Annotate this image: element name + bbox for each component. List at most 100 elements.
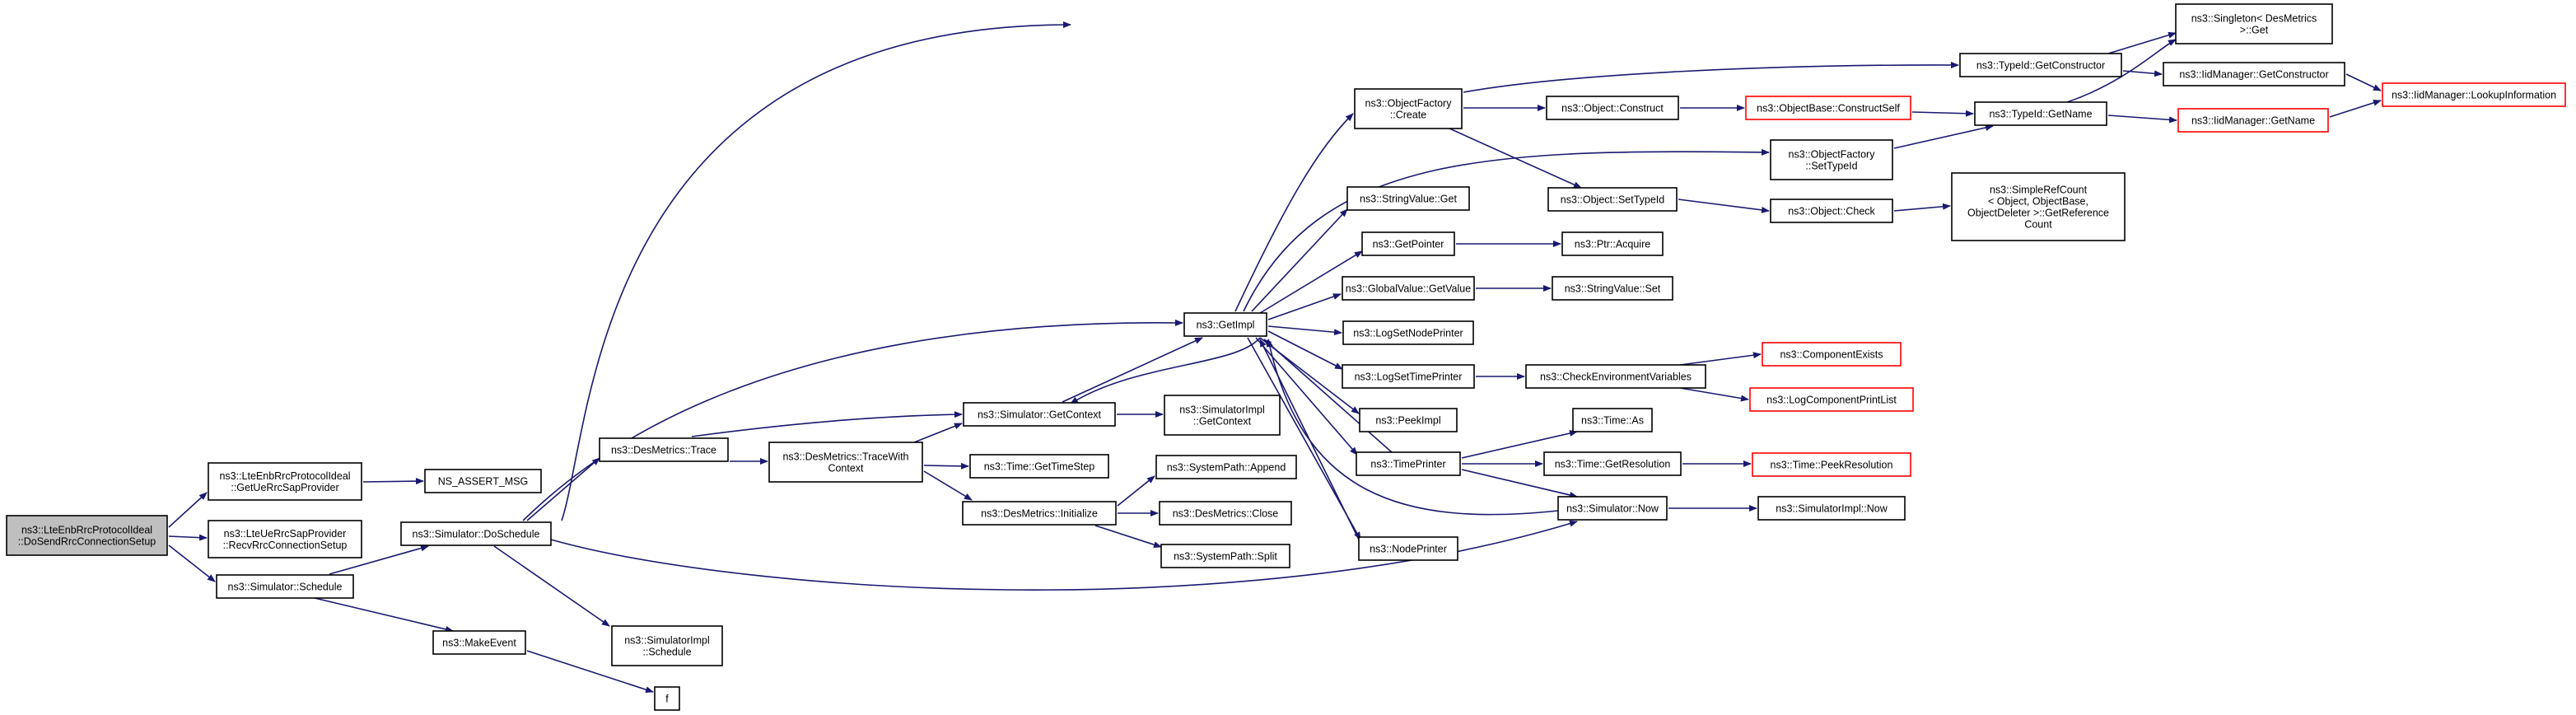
node-box — [2163, 62, 2345, 86]
node-getContext[interactable]: ns3::Simulator::GetContext — [963, 402, 1116, 427]
node-box — [1572, 408, 1653, 432]
node-makeEvent[interactable]: ns3::MakeEvent — [432, 630, 526, 655]
edge-nodePrinter-to-getImpl — [1259, 339, 1360, 540]
edge-traceWithContext-to-getContext — [913, 423, 963, 443]
node-componentExists[interactable]: ns3::ComponentExists — [1762, 342, 1902, 367]
node-box — [1342, 276, 1475, 301]
node-desClose[interactable]: ns3::DesMetrics::Close — [1159, 501, 1292, 526]
node-box — [2177, 108, 2329, 133]
edge-doSchedule-to-desTrace — [526, 457, 600, 521]
node-getTimeStep[interactable]: ns3::Time::GetTimeStep — [969, 454, 1109, 479]
edge-makeEvent-to-f — [526, 650, 654, 694]
node-label: ns3::SimulatorImpl — [624, 634, 710, 646]
node-objFactorySetTypeId[interactable]: ns3::ObjectFactory::SetTypeId — [1770, 139, 1893, 180]
edge-root-to-schedule — [168, 544, 216, 582]
node-simpleRefCount[interactable]: ns3::SimpleRefCount< Object, ObjectBase,… — [1951, 172, 2126, 241]
node-box — [1160, 544, 1290, 568]
edge-doSchedule-to-simImplSchedule — [493, 545, 610, 627]
node-objectCheck[interactable]: ns3::Object::Check — [1770, 199, 1893, 223]
node-getUeRrcSap[interactable]: ns3::LteEnbRrcProtocolIdeal::GetUeRrcSap… — [208, 462, 362, 501]
node-iidGetConstructor[interactable]: ns3::IidManager::GetConstructor — [2163, 62, 2345, 86]
node-label: ns3::LteEnbRrcProtocolIdeal — [21, 524, 152, 535]
node-objectSetTypeId[interactable]: ns3::Object::SetTypeId — [1547, 187, 1678, 212]
node-timeGetResolution[interactable]: ns3::Time::GetResolution — [1543, 451, 1682, 476]
node-schedule[interactable]: ns3::Simulator::Schedule — [216, 574, 354, 599]
node-box — [1358, 536, 1458, 561]
node-recvRrc[interactable]: ns3::LteUeRrcSapProvider::RecvRrcConnect… — [208, 520, 362, 558]
node-stringValueGet[interactable]: ns3::StringValue::Get — [1346, 186, 1470, 211]
node-label: ns3::IidManager::GetConstructor — [2179, 68, 2328, 80]
edge-getContext-to-getImpl — [1062, 337, 1203, 403]
node-box — [216, 574, 354, 599]
node-label: ns3::Simulator::Now — [1566, 502, 1659, 514]
node-iidGetName[interactable]: ns3::IidManager::GetName — [2177, 108, 2329, 133]
edge-getImpl-to-logSetNodePrinter — [1267, 325, 1342, 336]
node-label: < Object, ObjectBase, — [1988, 195, 2088, 207]
node-label: ns3::MakeEvent — [442, 637, 516, 648]
node-singletonGet[interactable]: ns3::Singleton< DesMetrics >::Get — [2175, 3, 2333, 44]
edge-getImpl-to-logSetTimePrinter — [1267, 330, 1343, 370]
edge-getImpl-to-objFactorySetTypeId — [1243, 148, 1770, 312]
node-box — [1342, 320, 1474, 345]
node-objFactoryCreate[interactable]: ns3::ObjectFactory::Create — [1354, 88, 1463, 129]
node-f[interactable]: f — [654, 686, 680, 711]
node-box — [1159, 501, 1292, 526]
node-desInit[interactable]: ns3::DesMetrics::Initialize — [962, 501, 1117, 526]
node-getImpl[interactable]: ns3::GetImpl — [1183, 312, 1267, 337]
node-nodePrinter[interactable]: ns3::NodePrinter — [1358, 536, 1458, 561]
node-timePrinter[interactable]: ns3::TimePrinter — [1356, 451, 1461, 476]
node-objectConstruct[interactable]: ns3::Object::Construct — [1546, 96, 1679, 120]
node-simNow[interactable]: ns3::Simulator::Now — [1557, 496, 1668, 521]
node-label: ::SetTypeId — [1805, 160, 1857, 171]
node-nsAssert[interactable]: NS_ASSERT_MSG — [424, 469, 542, 493]
node-label: ns3::NodePrinter — [1370, 543, 1447, 554]
node-timeAs[interactable]: ns3::Time::As — [1572, 408, 1653, 432]
node-box — [1561, 231, 1664, 256]
edge-typeIdGetName-to-iidGetName — [2107, 114, 2177, 124]
node-peekImpl[interactable]: ns3::PeekImpl — [1359, 408, 1458, 432]
node-box — [1951, 172, 2126, 241]
node-stringValueSet[interactable]: ns3::StringValue::Set — [1552, 276, 1673, 301]
node-box — [1762, 342, 1902, 367]
node-box — [1959, 53, 2122, 77]
node-box — [1543, 451, 1682, 476]
node-simImplNow[interactable]: ns3::SimulatorImpl::Now — [1757, 496, 1906, 521]
node-logSetTimePrinter[interactable]: ns3::LogSetTimePrinter — [1342, 364, 1475, 389]
node-label: ns3::Object::Construct — [1561, 102, 1664, 114]
node-box — [1155, 455, 1297, 479]
node-typeIdGetConstructor[interactable]: ns3::TypeId::GetConstructor — [1959, 53, 2122, 77]
node-box — [1757, 496, 1906, 521]
edge-objFactoryCreate-to-objectSetTypeId — [1449, 128, 1582, 189]
node-box — [400, 521, 552, 546]
node-box — [654, 686, 680, 711]
node-box — [208, 520, 362, 558]
node-label: ::GetUeRrcSapProvider — [231, 482, 338, 493]
node-label: ns3::LteEnbRrcProtocolIdeal — [219, 470, 350, 482]
node-logSetNodePrinter[interactable]: ns3::LogSetNodePrinter — [1342, 320, 1474, 345]
node-box — [963, 402, 1116, 427]
node-box — [1346, 186, 1470, 211]
node-root: ns3::LteEnbRrcProtocolIdeal::DoSendRrcCo… — [6, 515, 168, 556]
node-globalValueGetValue[interactable]: ns3::GlobalValue::GetValue — [1342, 276, 1475, 301]
node-ptrAcquire[interactable]: ns3::Ptr::Acquire — [1561, 231, 1664, 256]
node-box — [1361, 231, 1455, 256]
node-sysPathAppend[interactable]: ns3::SystemPath::Append — [1155, 455, 1297, 479]
node-typeIdGetName[interactable]: ns3::TypeId::GetName — [1974, 101, 2107, 126]
node-objectBaseConstructSelf[interactable]: ns3::ObjectBase::ConstructSelf — [1745, 96, 1911, 120]
node-label: ns3::ComponentExists — [1780, 348, 1883, 360]
node-doSchedule[interactable]: ns3::Simulator::DoSchedule — [400, 521, 552, 546]
node-sysPathSplit[interactable]: ns3::SystemPath::Split — [1160, 544, 1290, 568]
node-timePeekResolution[interactable]: ns3::Time::PeekResolution — [1752, 452, 1911, 477]
node-label: f — [665, 693, 669, 704]
node-checkEnvVars[interactable]: ns3::CheckEnvironmentVariables — [1525, 364, 1706, 389]
node-desTrace[interactable]: ns3::DesMetrics::Trace — [599, 437, 729, 462]
node-simImplGetContext[interactable]: ns3::SimulatorImpl::GetContext — [1164, 395, 1281, 436]
node-label: ns3::SimpleRefCount — [1990, 184, 2088, 195]
node-iidLookup[interactable]: ns3::IidManager::LookupInformation — [2382, 82, 2566, 107]
node-getPointer[interactable]: ns3::GetPointer — [1361, 231, 1455, 256]
node-logComponentPrintList[interactable]: ns3::LogComponentPrintList — [1749, 387, 1914, 412]
edge-checkEnvVars-to-logComponentPrintList — [1679, 387, 1749, 402]
node-simImplSchedule[interactable]: ns3::SimulatorImpl::Schedule — [611, 625, 723, 666]
